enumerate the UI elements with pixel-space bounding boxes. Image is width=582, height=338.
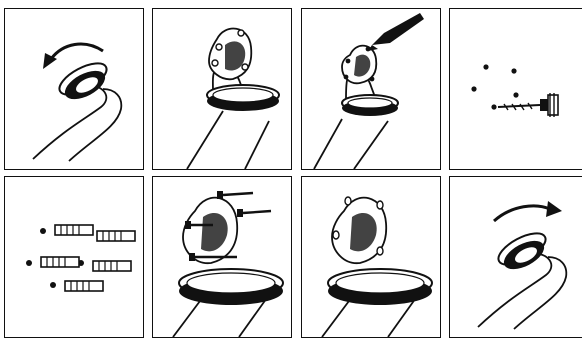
step-8-illustration [477, 201, 568, 330]
rotate-clockwise-arrow-icon [493, 201, 562, 223]
step-8-panel [449, 176, 582, 338]
step-2-illustration [186, 27, 280, 169]
mounted-flange-icon [331, 196, 388, 264]
step-6-illustration [172, 191, 284, 337]
mark-dot [483, 64, 489, 70]
step-1-panel [4, 8, 144, 170]
mark-dot [511, 68, 517, 74]
step-7-illustration [321, 196, 433, 337]
step-3-illustration [313, 13, 424, 169]
rotate-counterclockwise-arrow-icon [43, 42, 104, 69]
marker-pen-icon [368, 13, 424, 51]
mark-dot [471, 86, 477, 92]
step-4-panel [449, 8, 582, 170]
step-1-illustration [32, 42, 123, 162]
drill-icon [497, 93, 559, 117]
step-5-panel [4, 176, 144, 338]
step-7-panel [301, 176, 441, 338]
step-2-panel [152, 8, 292, 170]
flange-with-holes-icon [208, 27, 253, 81]
step-4-illustration [471, 64, 559, 117]
wall-plug-anchor-icon [40, 224, 136, 292]
step-6-panel [152, 176, 292, 338]
step-3-panel [301, 8, 441, 170]
screw-icon [185, 191, 272, 261]
mark-dot [513, 92, 519, 98]
mark-dot [491, 104, 497, 110]
step-5-illustration [26, 224, 136, 292]
